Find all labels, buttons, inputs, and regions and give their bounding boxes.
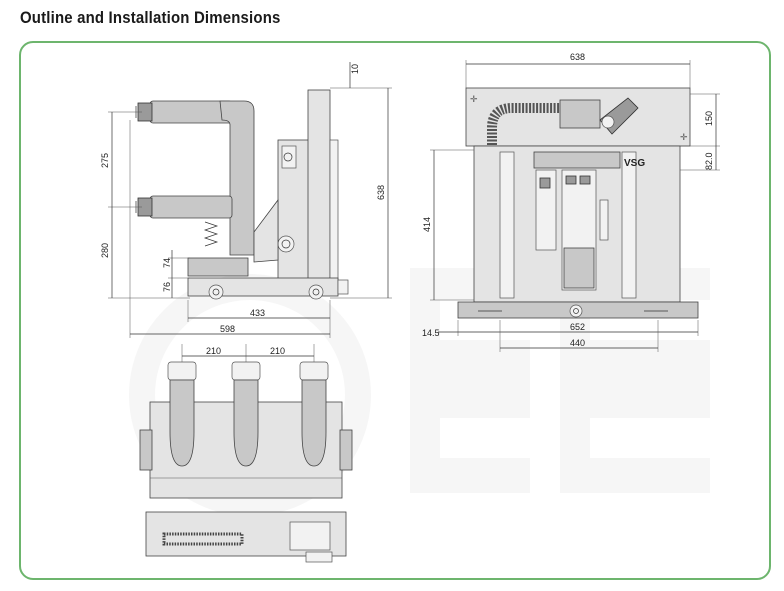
pole-column: [219, 100, 255, 256]
dim-depth: 433: [250, 308, 265, 318]
page-title: Outline and Installation Dimensions: [20, 8, 281, 27]
racking-screw: [569, 304, 583, 318]
dim-pitch-2: 210: [270, 346, 285, 356]
dim-pitch-1: 210: [206, 346, 221, 356]
nameplate: [563, 247, 595, 289]
pole-top: [167, 361, 197, 467]
support-bracket: [187, 257, 249, 277]
dim-height-total: 638: [376, 185, 386, 200]
dim-width-top: 638: [570, 52, 585, 62]
top-view: [139, 344, 353, 563]
dim-height: 414: [422, 217, 432, 232]
svg-text:✛: ✛: [680, 133, 688, 143]
pole-top: [231, 361, 261, 467]
dim-length: 598: [220, 324, 235, 334]
svg-text:✛: ✛: [470, 95, 478, 105]
dim-h150: 150: [704, 111, 714, 126]
screw-shaft: [162, 532, 244, 546]
lower-arm: [149, 195, 233, 219]
dim-base: 440: [570, 338, 585, 348]
dim-h82: 82.0: [704, 152, 714, 170]
terminal-block: [559, 99, 601, 129]
rear-plate: [307, 89, 331, 281]
flex-conductor: [487, 103, 560, 145]
pole-top: [299, 361, 329, 467]
dim-offset: 14.5: [422, 328, 440, 338]
dim-top-offset: 10: [350, 64, 360, 74]
model-label: VSG: [624, 158, 645, 169]
dim-lower: 280: [100, 243, 110, 258]
dim-rail: 652: [570, 322, 585, 332]
front-view: ✛ ✛: [430, 60, 720, 352]
spring: [203, 221, 219, 247]
dim-h76: 76: [162, 282, 172, 292]
wheel: [308, 284, 324, 300]
wheel: [208, 284, 224, 300]
upper-arm: [149, 100, 233, 124]
dim-h74: 74: [162, 258, 172, 268]
dim-upper: 275: [100, 153, 110, 168]
side-view: [108, 62, 392, 338]
